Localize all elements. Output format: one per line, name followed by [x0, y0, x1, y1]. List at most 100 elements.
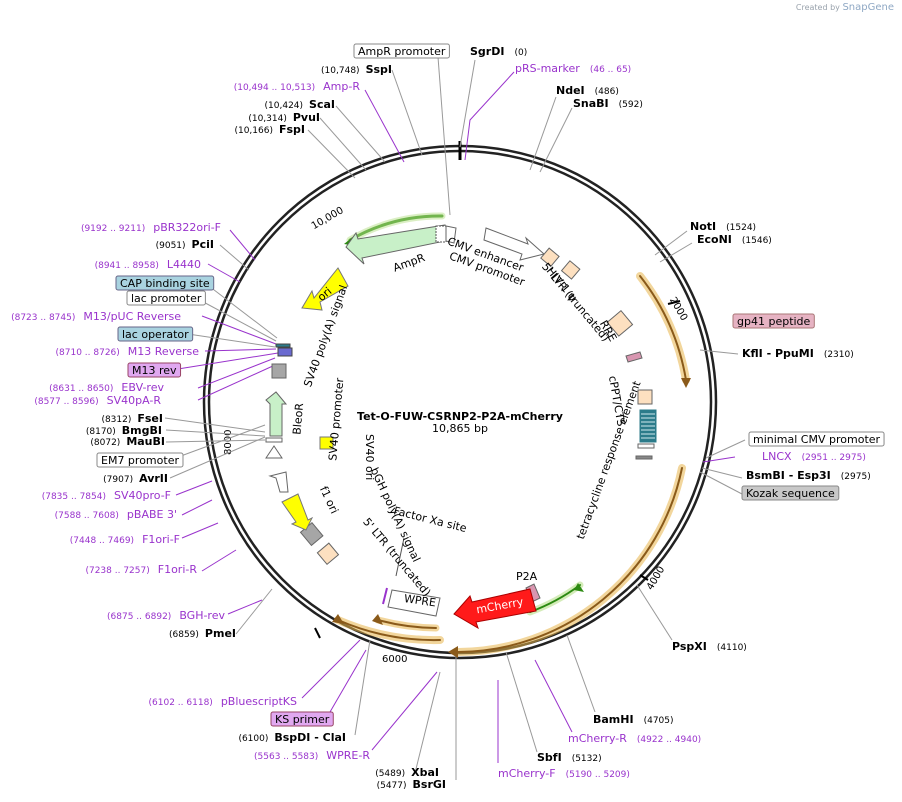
box-gp41-peptide-label: gp41 peptide	[737, 315, 811, 328]
site-sbfi-pos: (5132)	[572, 754, 602, 764]
label-wpre: WPRE	[403, 592, 437, 609]
credit-prefix: Created by	[795, 3, 840, 12]
box-em7-promoter	[96, 452, 184, 468]
primer-sv40pro-f-pos: (7835 .. 7854)	[42, 492, 106, 502]
site-bsrgi-name: BsrGI	[413, 778, 446, 791]
primer-ebv-rev-pos: (8631 .. 8650)	[49, 384, 113, 394]
primer-bgh-rev-pos: (6875 .. 6892)	[107, 612, 171, 622]
site-noti-name: NotI	[690, 220, 716, 233]
primer-l4440-pos: (8941 .. 8958)	[95, 261, 159, 271]
site-bmgbi-name: BmgBI	[122, 424, 162, 437]
site-pvui-pos: (10,314)	[248, 114, 287, 124]
site-snabi-name: SnaBI	[573, 97, 609, 110]
label-ampr: AmpR	[391, 251, 427, 275]
primer-mcherry-r-name: mCherry-R	[568, 732, 627, 745]
box-gp41-peptide	[732, 313, 815, 329]
connector-lines	[164, 56, 746, 780]
primer-wpre-r-name: WPRE-R	[326, 749, 370, 762]
rre-feature	[606, 310, 634, 337]
primer-sv40pro-f-name: SV40pro-F	[114, 489, 171, 502]
site-maubi-pos: (8072)	[90, 438, 120, 448]
primer-amp-r-pos: (10,494 .. 10,513)	[234, 83, 315, 93]
primer-sv40pa-r-name: SV40pA-R	[107, 394, 162, 407]
primer-wpre-r-pos: (5563 .. 5583)	[254, 752, 318, 762]
mcherry-feature	[453, 588, 537, 630]
snapgene-credit: Created by SnapGene	[796, 2, 894, 13]
f1ori-feature	[281, 493, 314, 531]
primer-f1ori-f-name: F1ori-F	[142, 533, 180, 546]
plasmid-length: 10,865 bp	[432, 422, 488, 435]
primer-f1ori-r-name: F1ori-R	[158, 563, 198, 576]
outer-labels: SgrDI(0)NdeI(486)SnaBI(592)NotI(1524)Eco…	[11, 43, 885, 791]
sv40-polya-feature	[271, 363, 287, 379]
primer-mcherry-f-pos: (5190 .. 5209)	[566, 770, 630, 780]
box-em7-promoter-label: EM7 promoter	[101, 454, 179, 467]
primer-mcherry-f-name: mCherry-F	[498, 767, 556, 780]
primer-m13-reverse-name: M13 Reverse	[128, 345, 199, 358]
site-scai-pos: (10,424)	[265, 101, 304, 111]
ltr5-bottom-feature	[316, 542, 340, 565]
site-pmei-name: PmeI	[205, 627, 236, 640]
primer-sv40pa-r-pos: (8577 .. 8596)	[34, 397, 98, 407]
site-fsei-name: FseI	[137, 412, 163, 425]
box-lac-operator-label: lac operator	[122, 328, 189, 341]
site-avrii-pos: (7907)	[103, 475, 133, 485]
box-minimal-cmv-promoter-label: minimal CMV promoter	[753, 433, 881, 446]
label-f1ori: f1 ori	[317, 484, 341, 515]
plasmid-title: Tet-O-FUW-CSRNP2-P2A-mCherry 10,865 bp	[357, 410, 563, 435]
box-minimal-cmv-promoter	[748, 431, 885, 447]
primer-amp-r-name: Amp-R	[323, 80, 360, 93]
primer-l4440-name: L4440	[167, 258, 201, 271]
box-lac-operator	[117, 326, 194, 342]
tre-feature	[639, 409, 657, 443]
site-bamhi-name: BamHI	[593, 713, 634, 726]
site-kfli-ppumi-name: KflI - PpuMI	[742, 347, 814, 360]
site-kfli-ppumi-pos: (2310)	[824, 350, 854, 360]
box-kozak-sequence-label: Kozak sequence	[746, 487, 835, 500]
wpre-feature	[387, 589, 441, 617]
gp41-feature	[625, 351, 643, 363]
box-lac-promoter-label: lac promoter	[131, 292, 202, 305]
site-pspxi-name: PspXI	[672, 640, 707, 653]
site-econi-name: EcoNI	[697, 233, 732, 246]
tick-10000: 10,000	[310, 205, 346, 232]
tick-8000: 8000	[223, 430, 234, 455]
features	[265, 224, 657, 630]
box-cap-binding-site	[115, 275, 215, 291]
cppt-feature	[637, 389, 653, 405]
primer-pbabe-3--name: pBABE 3'	[127, 508, 177, 521]
label-bleor: BleoR	[290, 402, 306, 435]
site-ndei-pos: (486)	[595, 87, 619, 97]
site-bspdi-clai-name: BspDI - ClaI	[274, 731, 346, 744]
box-lac-promoter	[126, 290, 206, 306]
site-fspi-name: FspI	[279, 123, 305, 136]
box-ampr-promoter-label: AmpR promoter	[358, 45, 446, 58]
site-maubi-name: MauBI	[126, 435, 165, 448]
site-bsmbi-esp3i-pos: (2975)	[841, 472, 871, 482]
label-tre: tetracycline response element	[574, 379, 644, 541]
primer-f1ori-r-pos: (7238 .. 7257)	[85, 566, 149, 576]
label-p2a: P2A	[516, 570, 538, 583]
site-fspi-pos: (10,166)	[234, 126, 273, 136]
site-xbai-name: XbaI	[411, 766, 439, 779]
primer-arcs	[332, 212, 691, 658]
cmv-enhancer-feature	[483, 227, 546, 261]
box-cap-binding-site-label: CAP binding site	[120, 277, 210, 290]
box-ampr-promoter	[353, 43, 450, 59]
site-fsei-pos: (8312)	[101, 415, 131, 425]
site-sgrdi-pos: (0)	[514, 48, 527, 58]
site-sbfi-name: SbfI	[537, 751, 562, 764]
site-bamhi-pos: (4705)	[644, 716, 674, 726]
primer-lncx-name: LNCX	[762, 450, 792, 463]
primer-prs-marker-name: pRS-marker	[515, 62, 580, 75]
sv40-promoter-feature	[268, 471, 289, 493]
primer-m13-puc-reverse-name: M13/pUC Reverse	[83, 310, 181, 323]
site-sspi-pos: (10,748)	[321, 66, 360, 76]
plasmid-name: Tet-O-FUW-CSRNP2-P2A-mCherry	[357, 410, 563, 423]
site-noti-pos: (1524)	[726, 223, 756, 233]
box-m13-rev	[127, 362, 182, 378]
site-snabi-pos: (592)	[619, 100, 643, 110]
site-pcii-pos: (9051)	[156, 241, 186, 251]
hiv-psi-feature	[540, 247, 560, 268]
